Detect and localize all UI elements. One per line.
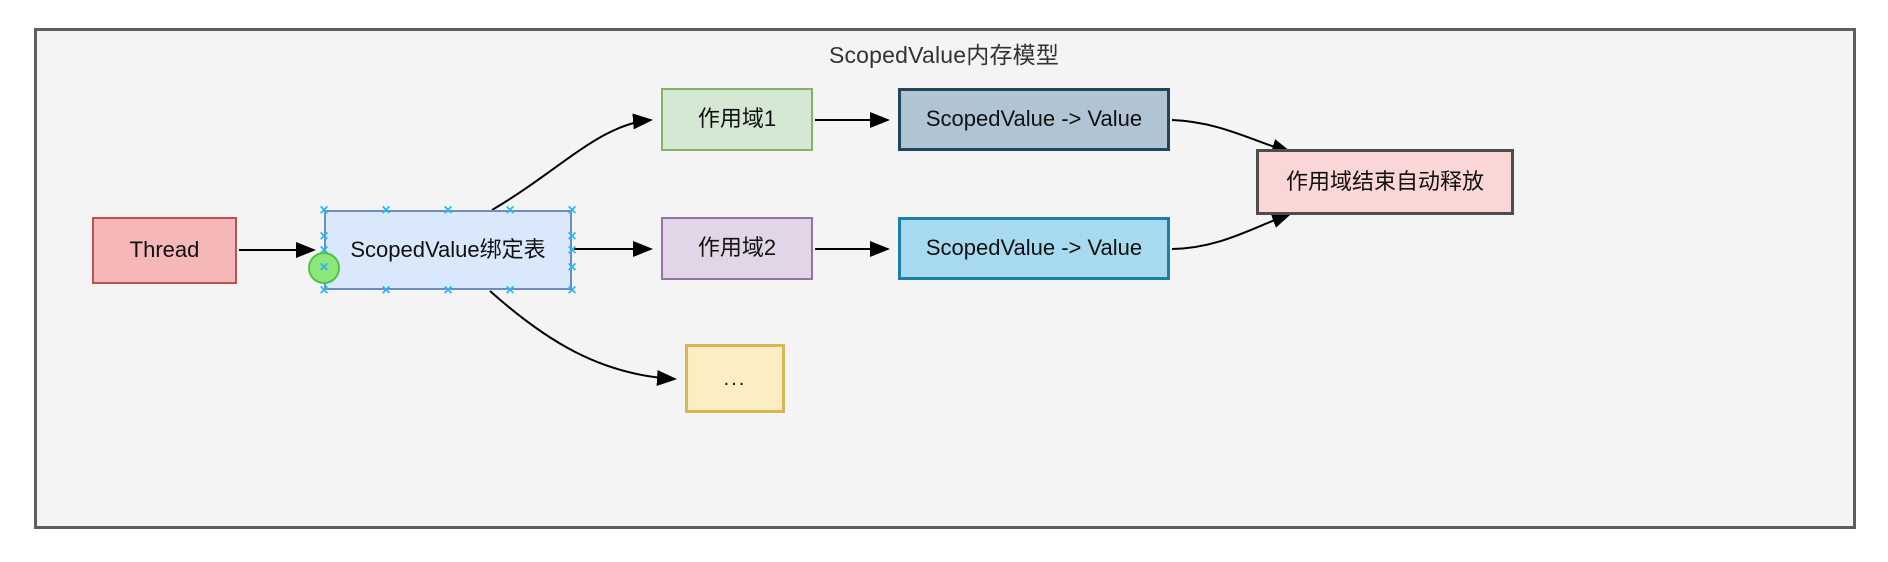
- selection-handle[interactable]: ×: [505, 201, 515, 219]
- selection-handle[interactable]: ×: [505, 281, 515, 299]
- diagram-title: ScopedValue内存模型: [828, 42, 1060, 68]
- node-scoped-value-2[interactable]: ScopedValue -> Value: [898, 217, 1170, 280]
- node-thread-label: Thread: [129, 237, 200, 263]
- selection-handle[interactable]: ×: [443, 281, 453, 299]
- connection-point-handle[interactable]: [308, 251, 340, 284]
- node-binding-table[interactable]: ScopedValue绑定表: [324, 210, 572, 290]
- selection-handle[interactable]: ×: [443, 201, 453, 219]
- selection-handle[interactable]: ×: [567, 227, 577, 245]
- node-scope-1-label: 作用域1: [697, 106, 777, 132]
- node-scoped-value-2-label: ScopedValue -> Value: [925, 235, 1143, 261]
- node-scope-2[interactable]: 作用域2: [661, 217, 813, 280]
- selection-handle[interactable]: ×: [319, 201, 329, 219]
- node-scope-1[interactable]: 作用域1: [661, 88, 813, 151]
- node-auto-release-label: 作用域结束自动释放: [1285, 168, 1484, 194]
- selection-handle[interactable]: ×: [319, 259, 329, 277]
- selection-handle[interactable]: ×: [319, 281, 329, 299]
- selection-handle[interactable]: ×: [319, 241, 329, 259]
- selection-handle[interactable]: ×: [319, 227, 329, 245]
- node-scope-2-label: 作用域2: [697, 235, 777, 261]
- node-auto-release[interactable]: 作用域结束自动释放: [1256, 149, 1514, 215]
- selection-handle[interactable]: ×: [567, 241, 577, 259]
- node-thread[interactable]: Thread: [92, 217, 237, 284]
- node-scoped-value-1[interactable]: ScopedValue -> Value: [898, 88, 1170, 151]
- selection-handle[interactable]: ×: [381, 281, 391, 299]
- selection-handle[interactable]: ×: [567, 281, 577, 299]
- selection-handle[interactable]: ×: [567, 201, 577, 219]
- selection-handle[interactable]: ×: [381, 201, 391, 219]
- selection-handle[interactable]: ×: [567, 259, 577, 277]
- node-scoped-value-1-label: ScopedValue -> Value: [925, 106, 1143, 132]
- node-binding-table-label: ScopedValue绑定表: [350, 236, 546, 262]
- node-more[interactable]: ...: [685, 344, 785, 413]
- node-more-label: ...: [723, 367, 747, 390]
